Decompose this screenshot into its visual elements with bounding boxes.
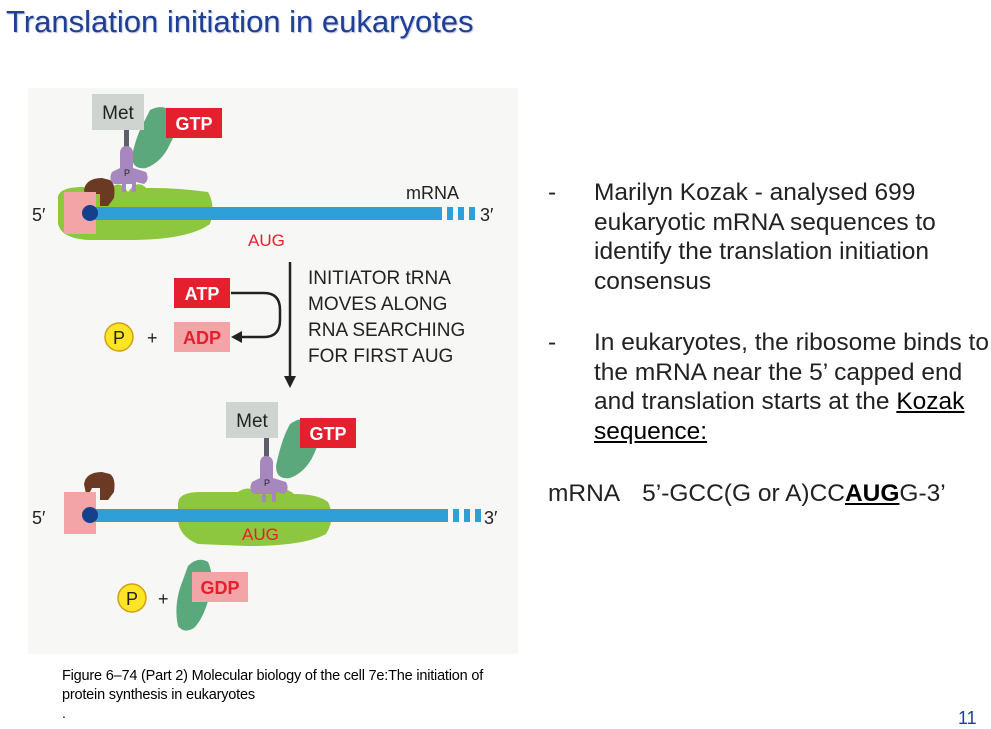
caption-dot: .	[62, 705, 66, 721]
step-caption-line-1: INITIATOR tRNA	[308, 268, 451, 289]
gdp-label: GDP	[200, 578, 239, 598]
met-label: Met	[236, 411, 268, 432]
step-caption-line-4: FOR FIRST AUG	[308, 346, 453, 367]
five-prime-label: 5′	[32, 508, 46, 528]
kozak-consensus-sequence: mRNA 5’-GCC(G or A)CCAUGG-3’	[548, 480, 946, 508]
phosphate-label: P	[126, 589, 138, 609]
gdp-box	[192, 572, 248, 602]
sequence-suffix: G-3’	[899, 480, 946, 507]
met-label: Met	[102, 103, 134, 124]
aug-label: AUG	[248, 231, 285, 250]
page-number: 11	[958, 708, 977, 728]
trna-p-label: P	[124, 168, 130, 178]
mrna-dash	[453, 509, 459, 522]
adp-box	[174, 322, 230, 352]
cap-binding-protein	[84, 178, 115, 206]
step-caption-line-2: MOVES ALONG	[308, 294, 447, 315]
gtp-label: GTP	[309, 424, 346, 444]
bullet-text-container: In eukaryotes, the ribosome binds to the…	[594, 328, 990, 446]
five-prime-cap	[82, 507, 98, 523]
cap-binding-protein	[84, 472, 115, 500]
met-box	[226, 402, 278, 438]
phosphate-label: P	[113, 328, 125, 348]
sequence-label: mRNA	[548, 480, 621, 507]
bullet-text: Marilyn Kozak - analysed 699 eukaryotic …	[594, 179, 936, 295]
middle-panel: ATP ADP P + INITIATOR tRNA MOVES ALONG R…	[104, 262, 465, 388]
gtp-label: GTP	[175, 114, 212, 134]
atp-label: ATP	[185, 284, 220, 304]
gtp-box	[166, 108, 222, 138]
phosphate-circle	[117, 583, 147, 613]
adp-label: ADP	[183, 328, 221, 348]
sequence-prefix: 5’-GCC(G or A)CC	[642, 480, 845, 507]
aug-label: AUG	[242, 525, 279, 544]
mrna-label: mRNA	[406, 183, 459, 203]
start-codon: AUG	[844, 480, 900, 507]
trna-stem	[264, 438, 269, 464]
step-caption-line-3: RNA SEARCHING	[308, 320, 465, 341]
gtp-box	[300, 418, 356, 448]
down-arrow-icon	[284, 376, 296, 388]
bullet-text: In eukaryotes, the ribosome binds to the…	[594, 329, 989, 415]
plus-sign: +	[158, 589, 169, 609]
initiator-trna	[250, 456, 288, 502]
five-prime-cap	[82, 205, 98, 221]
bottom-panel: P Met GTP 5′ 3′ AUG GDP P +	[32, 402, 498, 631]
initiator-trna	[110, 146, 148, 192]
three-prime-label: 3′	[480, 205, 494, 225]
met-box	[92, 94, 144, 130]
translation-initiation-figure: P Met GTP 5′ 3′ mRNA AUG ATP ADP P	[28, 88, 518, 654]
atp-box	[174, 278, 230, 308]
slide-title: Translation initiation in eukaryotes	[6, 4, 474, 39]
phosphate-circle	[104, 322, 134, 352]
mrna-dash	[458, 207, 464, 220]
mrna-strand	[86, 509, 448, 522]
hydrolysis-arrow	[231, 291, 282, 339]
bullet-dash: -	[548, 329, 557, 356]
left-arrow-icon	[231, 331, 242, 343]
plus-sign: +	[147, 328, 158, 348]
five-prime-label: 5′	[32, 205, 46, 225]
mrna-dash	[475, 509, 481, 522]
trna-stem	[124, 128, 129, 154]
initiation-factor-shape	[132, 107, 176, 169]
figure-caption: Figure 6–74 (Part 2) Molecular biology o…	[62, 668, 484, 703]
three-prime-label: 3′	[484, 508, 498, 528]
bullet-dash: -	[548, 179, 557, 206]
mrna-strand	[86, 207, 442, 220]
mrna-dash	[464, 509, 470, 522]
mrna-dash	[447, 207, 453, 220]
trna-p-label: P	[264, 478, 270, 488]
kozak-sequence-term: Kozak sequence:	[594, 388, 965, 445]
mrna-dash	[469, 207, 475, 220]
top-panel: P Met GTP 5′ 3′ mRNA AUG	[32, 94, 494, 250]
